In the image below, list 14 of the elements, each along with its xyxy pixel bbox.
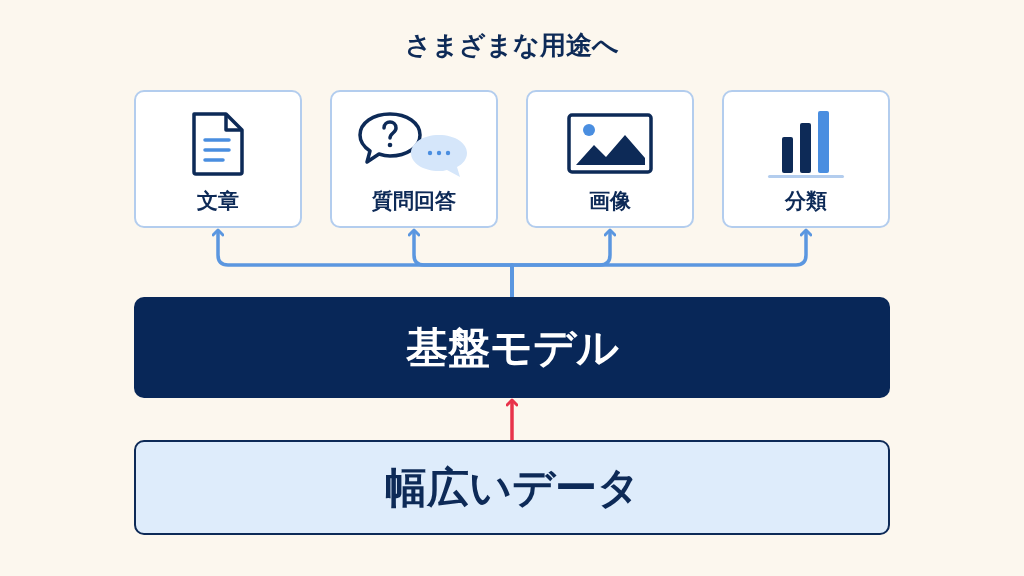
bar-label: 基盤モデル bbox=[405, 326, 619, 369]
card-label: 質問回答 bbox=[372, 190, 456, 212]
output-card bbox=[330, 90, 498, 228]
card-label: 文章 bbox=[197, 190, 239, 212]
output-card bbox=[526, 90, 694, 228]
output-card bbox=[722, 90, 890, 228]
arrow bbox=[505, 398, 519, 440]
title: さまざまな用途へ bbox=[404, 32, 620, 58]
card-label: 画像 bbox=[589, 190, 631, 212]
bar-label: 幅広いデータ bbox=[384, 466, 640, 509]
model-bar bbox=[134, 297, 890, 398]
card-label: 分類 bbox=[785, 190, 827, 212]
data-bar bbox=[134, 440, 890, 535]
output-card bbox=[134, 90, 302, 228]
